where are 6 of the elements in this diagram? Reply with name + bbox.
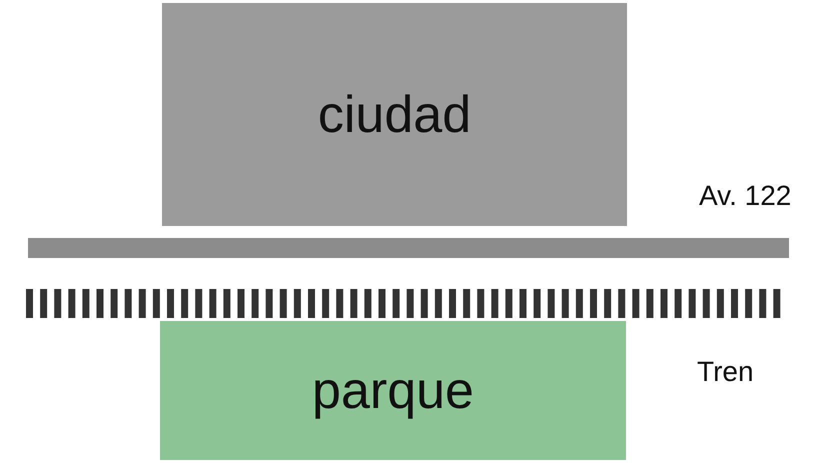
city-block	[162, 3, 627, 226]
railway-label: Tren	[697, 356, 754, 388]
node-label: parque	[312, 360, 474, 420]
node-label: ciudad	[318, 84, 472, 144]
park-block	[160, 321, 626, 460]
street-label: Av. 122	[699, 180, 792, 212]
